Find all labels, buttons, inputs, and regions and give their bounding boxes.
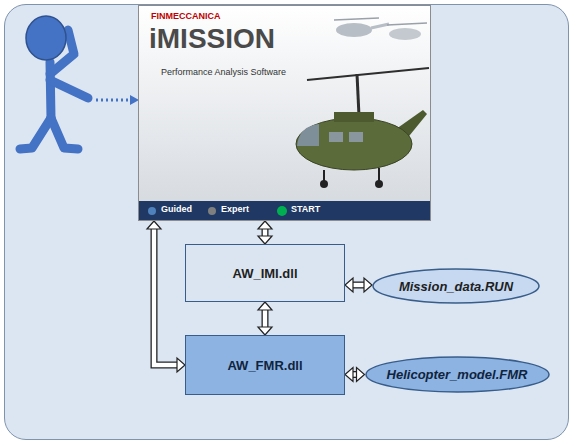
file-label: Helicopter_model.FMR: [387, 367, 528, 382]
data-file-ellipse: Mission_data.RUN: [372, 268, 540, 304]
double-arrow-connector: [345, 368, 365, 382]
dll-box: AW_FMR.dll: [185, 335, 345, 395]
data-file-ellipse: Helicopter_model.FMR: [365, 356, 550, 393]
mode-button: Expert: [221, 205, 249, 215]
start-button: START: [291, 205, 320, 215]
product-subtitle: Performance Analysis Software: [161, 68, 286, 78]
double-arrow-connector: [345, 278, 372, 292]
double-arrow-connector: [258, 302, 272, 335]
dotted-arrow: [96, 99, 130, 102]
company-logo: FINMECCANICA: [151, 12, 221, 22]
box-label: AW_IMI.dll: [233, 266, 298, 281]
dll-box: AW_IMI.dll: [185, 244, 345, 302]
software-screenshot: FINMECCANICA iMISSION Performance Analysis…: [138, 5, 431, 221]
mode-button: Guided: [161, 205, 192, 215]
product-name: iMISSION: [149, 24, 275, 55]
file-label: Mission_data.RUN: [399, 279, 513, 294]
double-arrow-connector: [147, 221, 185, 372]
double-arrow-connector: [258, 221, 272, 244]
box-label: AW_FMR.dll: [227, 358, 302, 373]
